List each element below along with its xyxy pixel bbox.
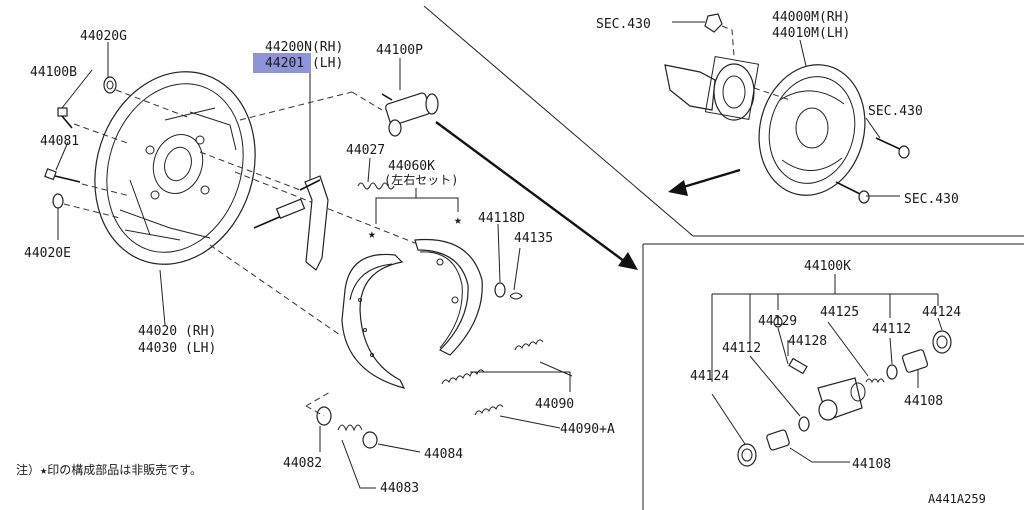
brake-shoe-left[interactable] — [341, 253, 406, 389]
label-44129[interactable]: 44129 — [758, 314, 797, 329]
label-sec430-right[interactable]: SEC.430 — [868, 104, 923, 119]
label-44100p[interactable]: 44100P — [376, 43, 423, 58]
star-marker-right: ★ — [454, 213, 462, 228]
label-44124-right[interactable]: 44124 — [922, 305, 961, 320]
cup-44084[interactable] — [362, 431, 378, 449]
label-44112-right[interactable]: 44112 — [872, 322, 911, 337]
bracket-assembly[interactable] — [664, 56, 760, 121]
label-sec430-bottom[interactable]: SEC.430 — [904, 192, 959, 207]
not-for-sale-stars: ★ ★ — [368, 213, 462, 242]
label-44100b[interactable]: 44100B — [30, 65, 77, 80]
cup-44112-left[interactable] — [798, 416, 810, 432]
wheel-cylinder-44100p[interactable] — [381, 92, 439, 137]
label-44135[interactable]: 44135 — [514, 231, 553, 246]
label-44027[interactable]: 44027 — [346, 143, 385, 158]
cap-44020e[interactable] — [52, 193, 64, 209]
label-44010m-lh[interactable]: 44010M(LH) — [772, 26, 850, 41]
star-marker-left: ★ — [368, 227, 376, 242]
cylinder-body[interactable] — [817, 377, 866, 421]
label-44081[interactable]: 44081 — [40, 134, 79, 149]
label-44030-lh[interactable]: 44030 (LH) — [138, 341, 216, 356]
label-44082[interactable]: 44082 — [283, 456, 322, 471]
spring-44083[interactable] — [337, 424, 363, 432]
leader-lines-left — [55, 42, 573, 489]
diagram-id: A441A259 — [928, 492, 986, 506]
backing-plate[interactable] — [71, 51, 280, 286]
leader-lines-kit — [711, 317, 943, 463]
bolt-sec430-right[interactable] — [875, 137, 910, 159]
piston-44108-left[interactable] — [766, 429, 790, 451]
cup-44112-right[interactable] — [886, 364, 898, 380]
label-44108-right[interactable]: 44108 — [904, 394, 943, 409]
label-44124-left[interactable]: 44124 — [690, 369, 729, 384]
part-labels: 44020G 44100B 44081 44020E 44020 (RH) 44… — [24, 10, 961, 496]
label-44108-bottom[interactable]: 44108 — [852, 457, 891, 472]
highlight-44201 — [253, 53, 311, 73]
spring-44027[interactable] — [357, 182, 395, 190]
label-44020e[interactable]: 44020E — [24, 246, 71, 261]
bolt-sec430-bottom[interactable] — [835, 181, 870, 204]
label-44000m-rh[interactable]: 44000M(RH) — [772, 10, 850, 25]
label-44020-rh[interactable]: 44020 (RH) — [138, 324, 216, 339]
kit-tree — [711, 274, 939, 382]
brake-assembly-44000m[interactable] — [746, 53, 879, 206]
label-44100k[interactable]: 44100K — [804, 259, 851, 274]
label-44060k-note: (左右セット) — [384, 172, 458, 187]
adjuster-44200n[interactable] — [253, 175, 329, 271]
washer-44118d[interactable] — [494, 282, 506, 298]
bolt-44100b[interactable] — [57, 107, 73, 129]
label-44090[interactable]: 44090 — [535, 397, 574, 412]
bleeder-44081[interactable] — [44, 168, 81, 183]
label-44060k[interactable]: 44060K — [388, 159, 435, 174]
label-44090a[interactable]: 44090+A — [560, 422, 615, 437]
plug-44020g[interactable] — [103, 76, 117, 94]
label-44020g[interactable]: 44020G — [80, 29, 127, 44]
label-44200n-rh[interactable]: 44200N(RH) — [265, 40, 343, 55]
boot-44124-left[interactable] — [737, 443, 757, 467]
direction-arrows — [435, 121, 741, 270]
pin-44082[interactable] — [305, 391, 332, 426]
frame-lines — [423, 5, 1024, 510]
cap-44129[interactable] — [773, 316, 783, 328]
not-for-sale-note: 注）★印の構成部品は非販売です。 — [16, 462, 202, 477]
piston-44108-right[interactable] — [901, 349, 929, 373]
boot-44124-right[interactable] — [932, 330, 952, 354]
nut-sec430[interactable] — [704, 13, 723, 33]
spring-44125[interactable] — [865, 378, 885, 384]
brake-shoe-right[interactable] — [414, 238, 483, 356]
bleeder-44128[interactable] — [788, 357, 808, 375]
label-44118d[interactable]: 44118D — [478, 211, 525, 226]
label-44125[interactable]: 44125 — [820, 305, 859, 320]
spring-44090[interactable] — [441, 339, 544, 385]
assembly-lines-left — [63, 89, 421, 336]
label-44128[interactable]: 44128 — [788, 334, 827, 349]
spring-44090a[interactable] — [474, 404, 504, 416]
label-44201-lh[interactable]: 44201 (LH) — [265, 56, 343, 71]
label-44084[interactable]: 44084 — [424, 447, 463, 462]
label-44112-left[interactable]: 44112 — [722, 341, 761, 356]
label-44083[interactable]: 44083 — [380, 481, 419, 496]
label-sec430-top[interactable]: SEC.430 — [596, 17, 651, 32]
leader-lines-top-right — [672, 21, 900, 197]
clip-44135[interactable] — [509, 292, 523, 300]
